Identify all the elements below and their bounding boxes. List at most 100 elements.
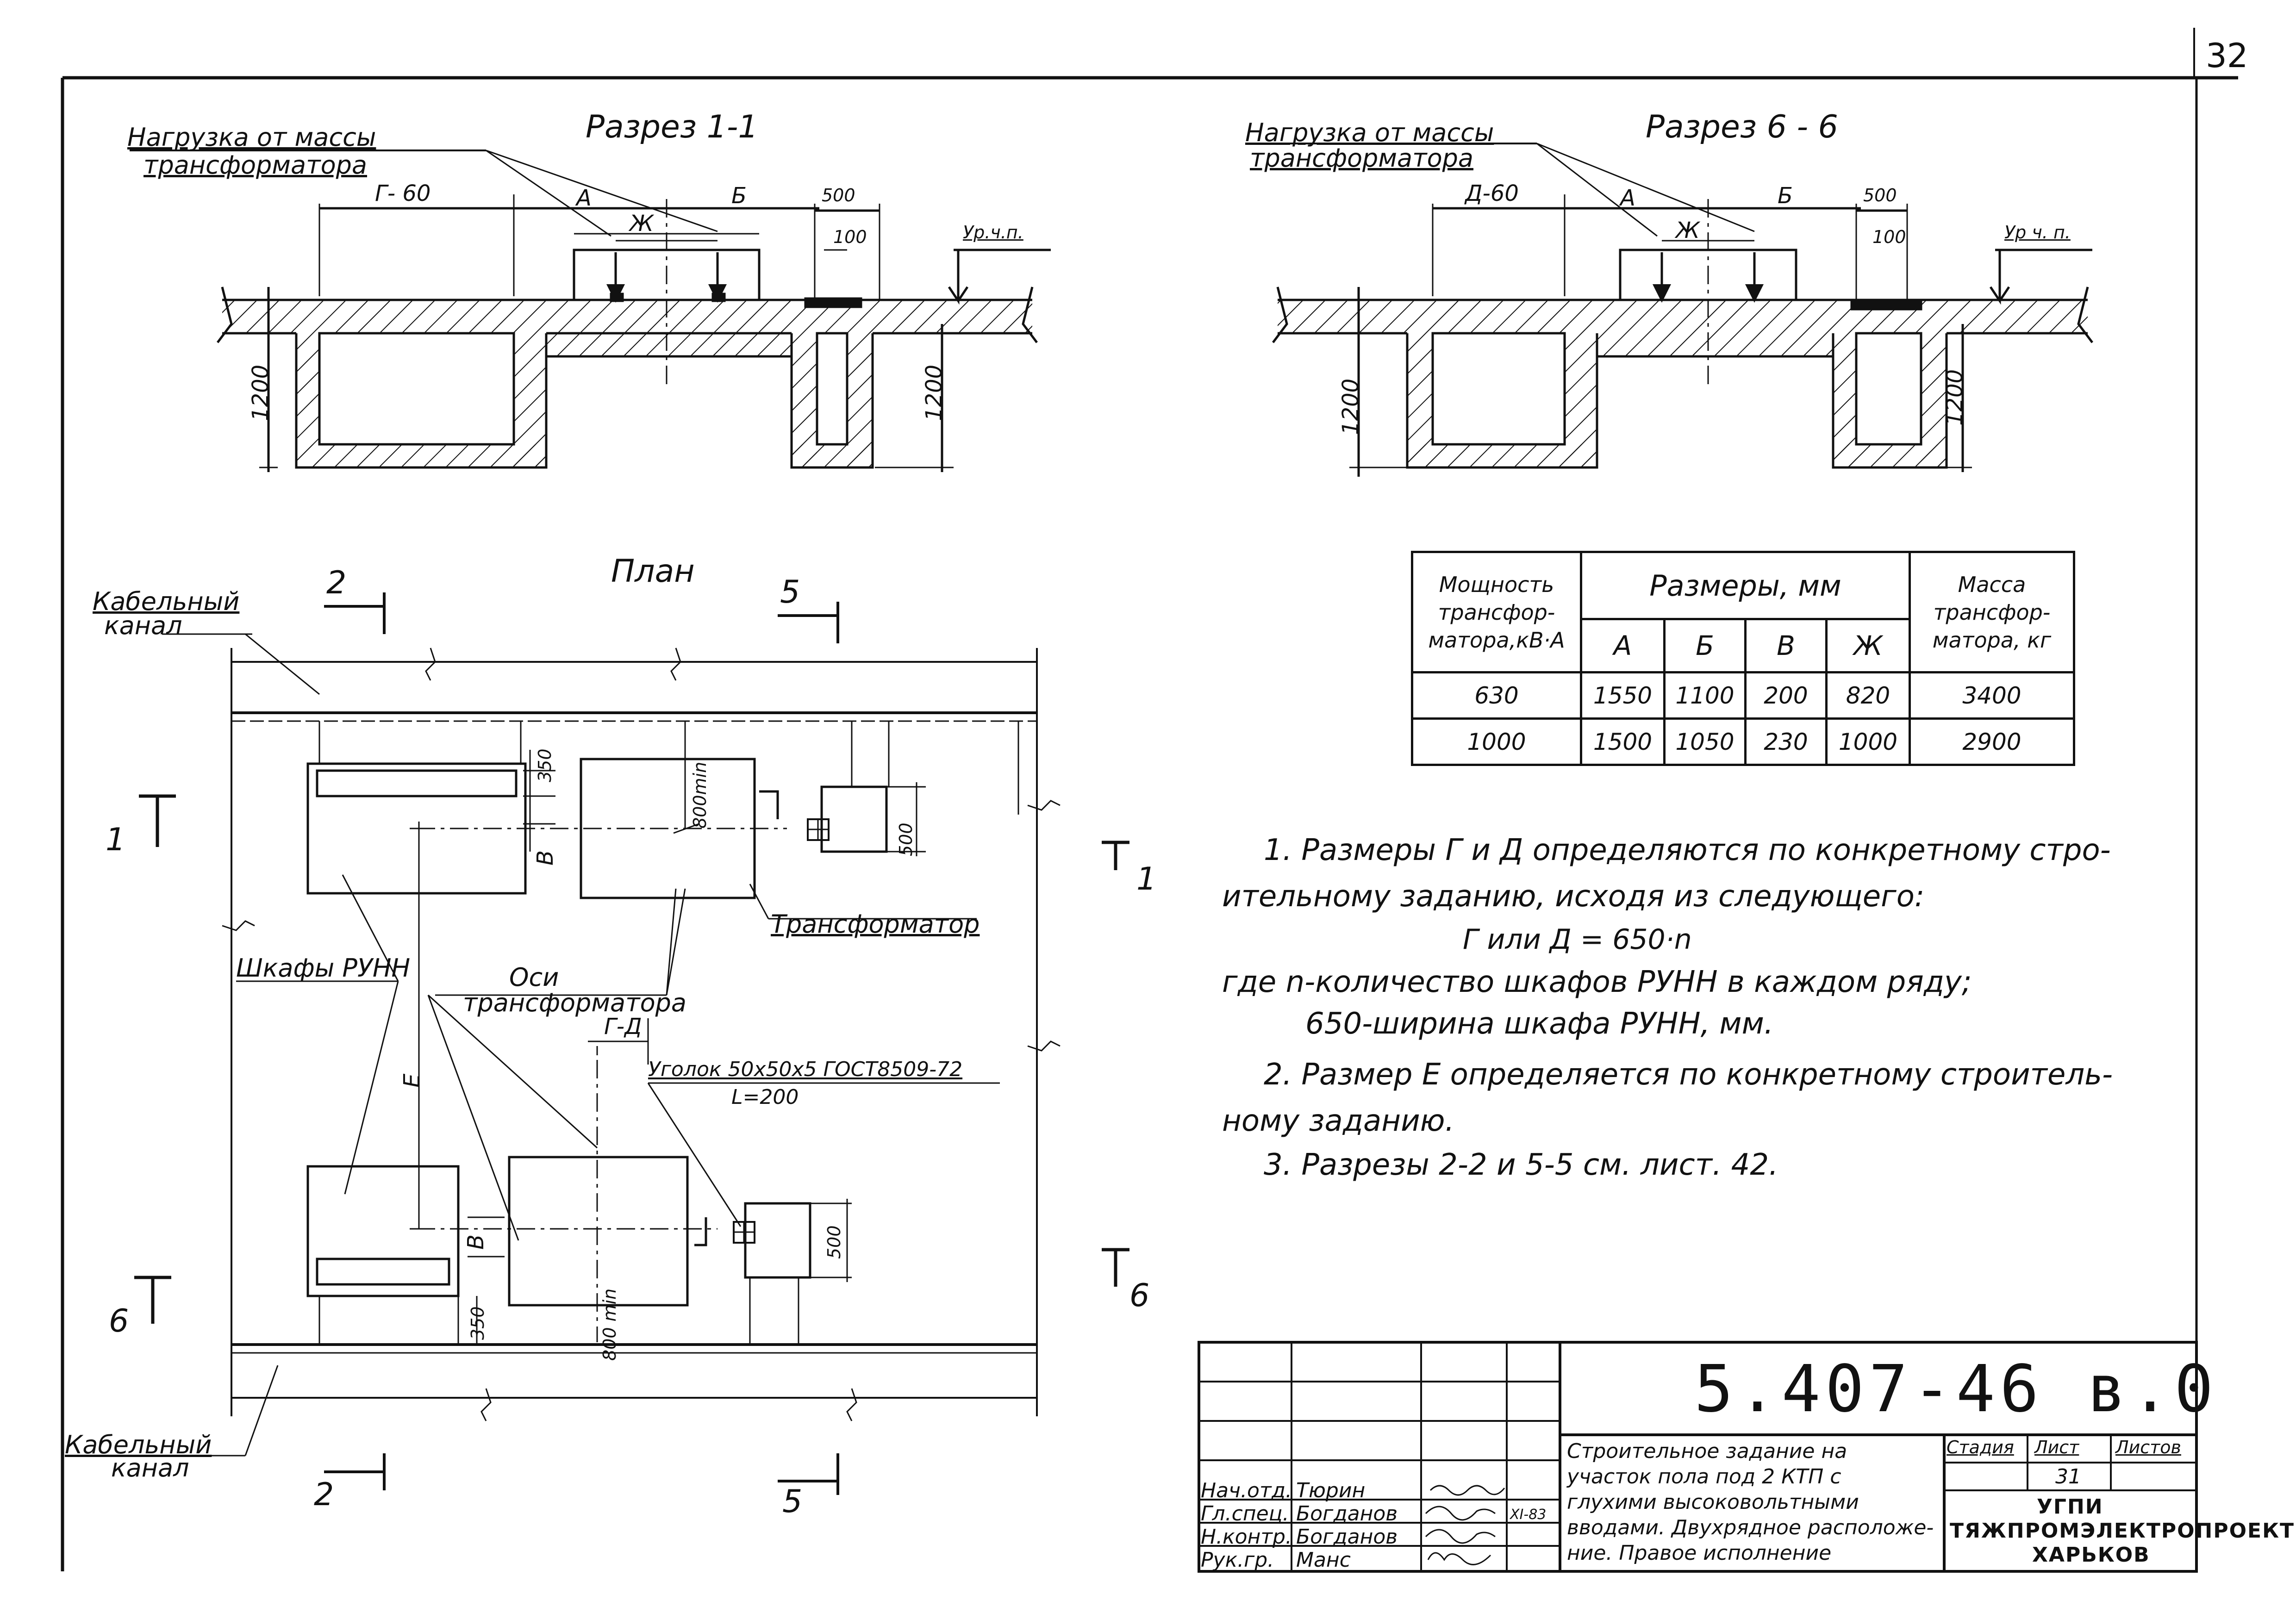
date: XI-83 bbox=[1510, 1507, 1547, 1523]
plan-graphic bbox=[134, 592, 1129, 1495]
load-label-1-line2: трансформатора bbox=[144, 150, 367, 180]
axes-label-1: Оси bbox=[509, 963, 559, 992]
pit-left-1-1 bbox=[318, 332, 515, 446]
dim-a-6: А bbox=[1620, 185, 1635, 211]
note-formula: Г или Д = 650·n bbox=[1463, 923, 1692, 956]
name-1: Тюрин bbox=[1296, 1479, 1366, 1502]
note-where-line2: 650-ширина шкафа РУНН, мм. bbox=[1305, 1007, 1774, 1041]
stage-label: Стадия bbox=[1947, 1437, 2014, 1457]
header-mass-l2: трансфор- bbox=[1933, 599, 2051, 625]
angle-label-2: L=200 bbox=[731, 1085, 799, 1109]
note-2-line1: 2. Размер Е определяется по конкретному … bbox=[1264, 1058, 2113, 1092]
section-6-6-graphic bbox=[1250, 143, 2093, 477]
section-mark-2-bottom: 2 bbox=[314, 1476, 334, 1513]
dim-a-1: А bbox=[576, 185, 592, 211]
sheet-number: 32 bbox=[2206, 36, 2248, 75]
section-mark-1-right: 1 bbox=[1136, 861, 1157, 897]
dim-500-1: 500 bbox=[822, 185, 855, 206]
note-3: 3. Разрезы 2-2 и 5-5 см. лист. 42. bbox=[1264, 1148, 1778, 1182]
table-row: 1000 1500 1050 230 1000 2900 bbox=[1411, 717, 2075, 766]
cable-channel-bottom-2: канал bbox=[111, 1453, 189, 1482]
note-1-line2: ительному заданию, исходя из следующего: bbox=[1222, 879, 1925, 914]
cable-channel-top-2: канал bbox=[104, 611, 182, 640]
role-3: Н.контр. bbox=[1201, 1525, 1292, 1549]
load-label-6-line2: трансформатора bbox=[1250, 143, 1473, 173]
col-a: А bbox=[1580, 618, 1666, 673]
col-b: Б bbox=[1663, 618, 1747, 673]
header-sizes: Размеры, мм bbox=[1580, 551, 1911, 620]
header-mass-l3: матора, кг bbox=[1932, 627, 2052, 653]
section-mark-1-left: 1 bbox=[106, 822, 126, 858]
cell-b: 1050 bbox=[1663, 717, 1747, 766]
slab-section-1-1 bbox=[222, 300, 1032, 333]
dim-100-6: 100 bbox=[1872, 227, 1906, 247]
cell-zh: 1000 bbox=[1825, 717, 1911, 766]
role-2: Гл.спец. bbox=[1201, 1502, 1289, 1526]
note-1-line1: 1. Размеры Г и Д определяются по конкрет… bbox=[1264, 833, 2111, 867]
header-power-l3: матора,кВ·А bbox=[1428, 627, 1565, 653]
section-mark-5-bottom: 5 bbox=[782, 1483, 803, 1520]
description-3: глухими высоковольтными bbox=[1567, 1490, 1859, 1514]
cell-v: 230 bbox=[1744, 717, 1828, 766]
header-power-l2: трансфор- bbox=[1438, 599, 1555, 625]
level-mark-6: Ур ч. п. bbox=[2004, 222, 2071, 243]
org-3: ХАРЬКОВ bbox=[2032, 1543, 2150, 1567]
transformer-size-table: Мощность трансфор- матора,кВ·А Размеры, … bbox=[1411, 551, 2075, 766]
org-2: ТЯЖПРОМЭЛЕКТРОПРОЕКТ bbox=[1950, 1519, 2295, 1543]
pit-right-6-6 bbox=[1855, 332, 1922, 446]
dim-zh-1: Ж bbox=[630, 211, 654, 237]
header-mass-l1: Масса bbox=[1958, 572, 2026, 597]
transformer-label: Трансформатор bbox=[771, 909, 980, 939]
header-mass: Масса трансфор- матора, кг bbox=[1909, 551, 2075, 673]
cell-a: 1550 bbox=[1580, 671, 1666, 720]
dim-gd: Г-Д bbox=[604, 1014, 642, 1040]
dim-zh-6: Ж bbox=[1676, 218, 1700, 243]
cell-mass: 3400 bbox=[1909, 671, 2075, 720]
cell-power: 1000 bbox=[1411, 717, 1582, 766]
description-2: участок пола под 2 КТП с bbox=[1567, 1465, 1841, 1488]
signature-4 bbox=[1427, 1552, 1491, 1565]
description-4: вводами. Двухрядное расположе- bbox=[1567, 1516, 1934, 1539]
cable-channel-bottom-1: Кабельный bbox=[65, 1430, 212, 1459]
name-4: Манс bbox=[1296, 1548, 1351, 1572]
title-block-lines bbox=[1198, 1341, 2198, 1573]
cell-v: 200 bbox=[1744, 671, 1828, 720]
section-1-1-title: Разрез 1-1 bbox=[586, 109, 758, 145]
load-label-6-line1: Нагрузка от массы bbox=[1245, 118, 1494, 147]
document-code: 5.407-46 в.0 bbox=[1694, 1351, 2218, 1427]
org-1: УГПИ bbox=[2037, 1495, 2103, 1519]
pit-left-6-6 bbox=[1431, 332, 1566, 446]
section-mark-5-top: 5 bbox=[780, 574, 800, 610]
cell-zh: 820 bbox=[1825, 671, 1911, 720]
angle-bottom bbox=[744, 1202, 811, 1279]
section-6-6-title: Разрез 6 - 6 bbox=[1646, 109, 1838, 145]
note-where-line1: где n-количество шкафов РУНН в каждом ря… bbox=[1222, 965, 1972, 999]
name-2: Богданов bbox=[1296, 1502, 1398, 1526]
section-mark-6-left: 6 bbox=[109, 1303, 129, 1339]
note-2-line2: ному заданию. bbox=[1222, 1104, 1454, 1138]
section-mark-6-right: 6 bbox=[1129, 1277, 1150, 1314]
dim-b-6: Б bbox=[1778, 183, 1793, 209]
section-1-1-graphic bbox=[130, 149, 1051, 472]
sheet-label: Лист bbox=[2034, 1437, 2079, 1457]
dim-g60: Г- 60 bbox=[375, 181, 431, 206]
angle-label-1: Уголок 50х50х5 ГОСТ8509-72 bbox=[648, 1058, 963, 1081]
name-3: Богданов bbox=[1296, 1525, 1398, 1549]
cabinet-bottom bbox=[306, 1165, 460, 1297]
cell-power: 630 bbox=[1411, 671, 1582, 720]
signature-2 bbox=[1425, 1506, 1496, 1521]
transformer-bottom bbox=[508, 1156, 689, 1307]
header-power: Мощность трансфор- матора,кВ·А bbox=[1411, 551, 1582, 673]
section-mark-2-top: 2 bbox=[326, 565, 347, 601]
cable-channel-top-1: Кабельный bbox=[93, 587, 240, 616]
role-1: Нач.отд. bbox=[1201, 1479, 1292, 1502]
sheet-value: 31 bbox=[2055, 1465, 2081, 1488]
sheets-label: Листов bbox=[2115, 1437, 2181, 1457]
dim-d60: Д-60 bbox=[1465, 181, 1519, 206]
table-row: 630 1550 1100 200 820 3400 bbox=[1411, 671, 2075, 720]
description-5: ние. Правое исполнение bbox=[1567, 1541, 1832, 1565]
cell-a: 1500 bbox=[1580, 717, 1666, 766]
